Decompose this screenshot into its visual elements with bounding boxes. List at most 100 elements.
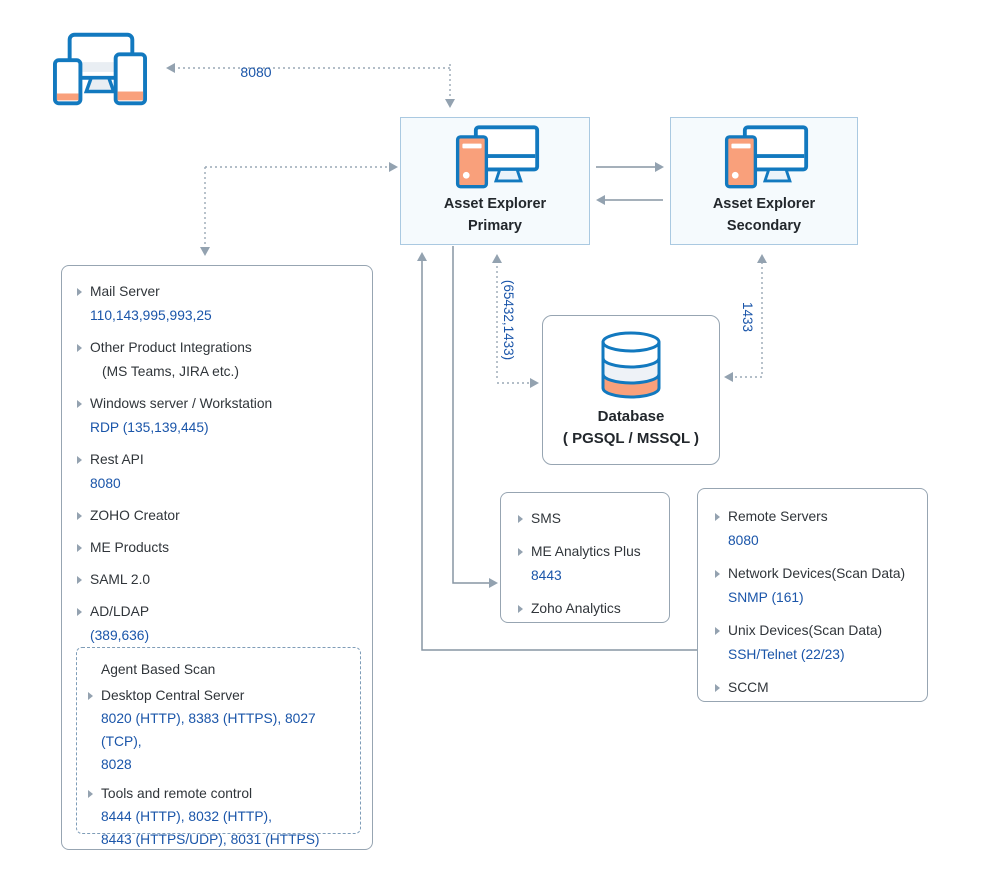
database-cylinder-icon [601,331,661,398]
list-item: Windows server / Workstation RDP (135,13… [76,392,360,440]
item-label: Tools and remote control [101,786,253,801]
bullet-triangle-icon [77,288,82,296]
list-item-text: Tools and remote control 8444 (HTTP), 80… [101,782,320,851]
list-item-text: ME Analytics Plus 8443 [531,540,641,588]
item-ports: 110,143,995,993,25 [90,308,212,323]
primary-node: Asset Explorer Primary [400,117,590,245]
bullet-triangle-icon [77,512,82,520]
item-ports: 8080 [90,476,121,491]
item-label: Windows server / Workstation [90,396,273,411]
bullet-triangle-icon [88,692,93,700]
list-item-text: Unix Devices(Scan Data) SSH/Telnet (22/2… [728,619,882,667]
bullet-triangle-icon [77,344,82,352]
client-port-label: 8080 [240,64,272,80]
item-label: Rest API [90,452,144,467]
secondary-node: Asset Explorer Secondary [670,117,858,245]
list-item-text: Rest API 8080 [90,448,144,496]
list-item-text: Mail Server 110,143,995,993,25 [90,280,212,328]
client-devices-icon [53,30,147,108]
item-ports: SNMP (161) [728,590,804,605]
item-ports: 8020 (HTTP), 8383 (HTTPS), 8027 (TCP), 8… [101,711,316,772]
item-label: Remote Servers [728,509,828,524]
integrations-list: Mail Server 110,143,995,993,25 Other Pro… [76,280,360,648]
list-item-text: AD/LDAP (389,636) [90,600,149,648]
item-sublabel: (MS Teams, JIRA etc.) [102,364,239,379]
primary-title-line1: Asset Explorer [443,196,547,213]
item-ports: 8080 [728,533,759,548]
bullet-triangle-icon [518,605,523,613]
bullet-triangle-icon [77,608,82,616]
list-item: Network Devices(Scan Data) SNMP (161) [714,562,919,610]
item-ports: 8443 [531,568,562,583]
scan-targets-list: Remote Servers 8080 Network Devices(Scan… [714,505,919,700]
database-node: Database ( PGSQL / MSSQL ) [542,315,720,465]
item-label: SMS [531,511,561,526]
workstation-icon [455,125,540,189]
agent-based-scan-group: Agent Based Scan Desktop Central Server … [76,647,361,847]
list-item: SCCM [714,676,919,700]
list-item: Tools and remote control 8444 (HTTP), 80… [87,782,352,851]
list-item: ME Products [76,536,360,560]
list-item-text: SAML 2.0 [90,568,150,592]
bullet-triangle-icon [88,790,93,798]
primary-node-title: Asset Explorer Primary [444,194,546,238]
item-label: Desktop Central Server [101,688,245,703]
item-ports: (389,636) [90,628,150,643]
bullet-triangle-icon [77,400,82,408]
list-item: ME Analytics Plus 8443 [517,540,661,588]
list-item: AD/LDAP (389,636) [76,600,360,648]
list-item-text: Other Product Integrations (MS Teams, JI… [90,336,252,384]
multi-devices-icon [53,32,147,106]
bullet-triangle-icon [715,570,720,578]
secondary-title-line2: Secondary [726,218,802,234]
item-label: ZOHO Creator [90,508,180,523]
item-label: Network Devices(Scan Data) [728,566,906,581]
bullet-triangle-icon [715,684,720,692]
bullet-triangle-icon [77,456,82,464]
workstation-icon [724,125,809,189]
item-label: Mail Server [90,284,160,299]
list-item: ZOHO Creator [76,504,360,528]
list-item-text: Desktop Central Server 8020 (HTTP), 8383… [101,684,352,776]
list-item: SMS [517,507,661,531]
integrations-panel: Mail Server 110,143,995,993,25 Other Pro… [61,265,373,850]
list-item: Remote Servers 8080 [714,505,919,553]
connector-primary-to-analytics [452,246,498,588]
list-item: Other Product Integrations (MS Teams, JI… [76,336,360,384]
primary-title-line2: Primary [467,218,522,234]
analytics-panel: SMS ME Analytics Plus 8443 Zoho Ana [500,492,670,623]
item-label: Zoho Analytics [531,601,621,616]
database-title-line2: ( PGSQL / MSSQL ) [562,430,700,447]
item-ports: RDP (135,139,445) [90,420,209,435]
item-label: SAML 2.0 [90,572,151,587]
bullet-triangle-icon [77,544,82,552]
bullet-triangle-icon [715,627,720,635]
list-item: SAML 2.0 [76,568,360,592]
list-item: Desktop Central Server 8020 (HTTP), 8383… [87,684,352,776]
scan-targets-panel: Remote Servers 8080 Network Devices(Scan… [697,488,928,702]
item-label: Other Product Integrations [90,340,252,355]
list-item-text: Zoho Analytics [531,597,621,621]
item-ports: 8444 (HTTP), 8032 (HTTP), 8443 (HTTPS/UD… [101,809,320,847]
secondary-node-title: Asset Explorer Secondary [713,194,815,238]
list-item-text: SCCM [728,676,769,700]
list-item-text: Windows server / Workstation RDP (135,13… [90,392,272,440]
item-label: ME Products [90,540,169,555]
secondary-title-line1: Asset Explorer [712,196,816,213]
primary-db-ports-label: (65432,1433) [501,279,516,361]
item-label: Unix Devices(Scan Data) [728,623,883,638]
bullet-triangle-icon [715,513,720,521]
list-item-text: Remote Servers 8080 [728,505,828,553]
bullet-triangle-icon [518,548,523,556]
secondary-db-port-label: 1433 [740,301,755,333]
database-title: Database ( PGSQL / MSSQL ) [563,406,699,451]
bullet-triangle-icon [518,515,523,523]
item-ports: SSH/Telnet (22/23) [728,647,845,662]
list-item: Mail Server 110,143,995,993,25 [76,280,360,328]
list-item: Unix Devices(Scan Data) SSH/Telnet (22/2… [714,619,919,667]
list-item-text: SMS [531,507,561,531]
database-title-line1: Database [597,407,665,425]
list-item-text: ZOHO Creator [90,504,180,528]
list-item-text: ME Products [90,536,169,560]
